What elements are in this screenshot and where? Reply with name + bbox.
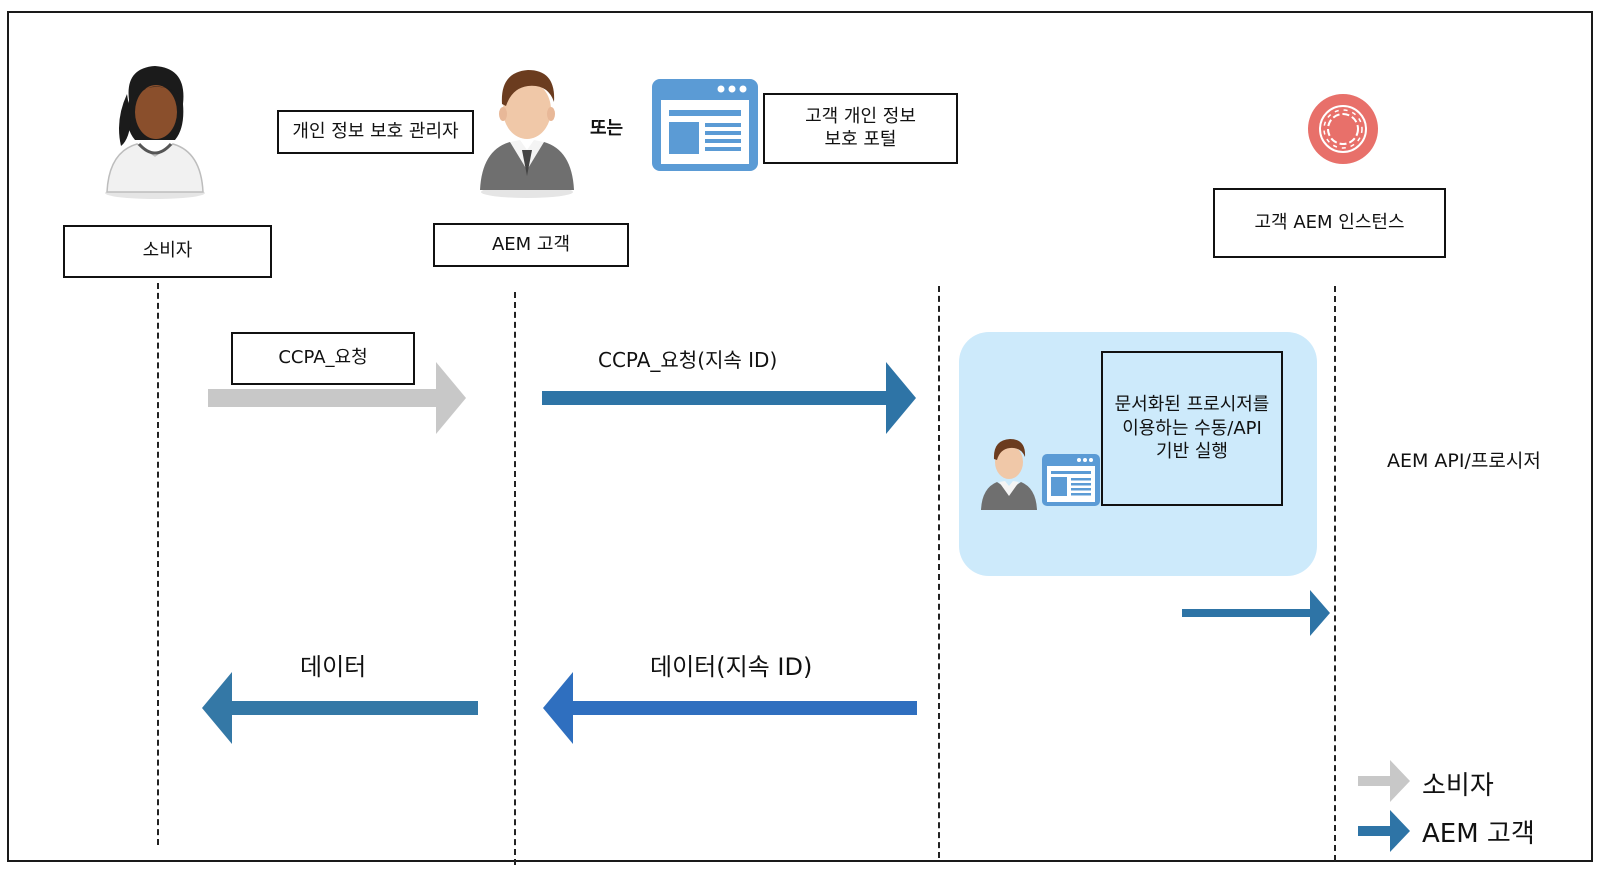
data-return-arrow: [202, 672, 478, 744]
consumer-actor-label: 소비자: [142, 240, 193, 262]
privacy-admin-label-box: 개인 정보 보호 관리자: [277, 110, 474, 154]
aem-api-procedure-label: AEM API/프로시저: [1387, 450, 1541, 472]
ccpa-request-arrow: [208, 362, 466, 434]
privacy-portal-label-box: 고객 개인 정보 보호 포털: [763, 93, 958, 164]
data-persistent-return-arrow: [543, 672, 917, 744]
operator-person-icon: [981, 439, 1037, 510]
customer-aem-instance-box: 고객 AEM 인스턴스: [1213, 188, 1446, 258]
execution-line-1: 문서화된 프로시저를: [1114, 393, 1270, 415]
consumer-person-icon: [105, 66, 205, 199]
execution-description-box: 문서화된 프로시저를 이용하는 수동/API 기반 실행: [1101, 351, 1283, 506]
diagram-frame: [7, 11, 1593, 862]
privacy-admin-text: 개인 정보 보호 관리자: [292, 120, 459, 142]
consumer-actor-box: 소비자: [63, 225, 272, 278]
adobe-experience-cloud-icon: [1308, 94, 1378, 164]
aem-instance-lifeline: [1334, 286, 1336, 861]
privacy-portal-line-2: 보호 포털: [824, 128, 897, 150]
ccpa-request-label: CCPA_요청: [278, 347, 368, 369]
or-label: 또는: [590, 118, 624, 139]
execution-line-3: 기반 실행: [1156, 441, 1228, 463]
api-call-arrow: [1182, 590, 1330, 636]
small-portal-window-icon: [1042, 454, 1100, 506]
aem-customer-actor-box: AEM 고객: [433, 223, 629, 267]
data-label: 데이터: [300, 653, 367, 681]
legend-consumer-label: 소비자: [1422, 771, 1494, 801]
aem-customer-lifeline: [514, 292, 516, 865]
execution-line-2: 이용하는 수동/API: [1122, 417, 1262, 439]
customer-aem-instance-label: 고객 AEM 인스턴스: [1254, 211, 1405, 233]
legend-aem-customer-label: AEM 고객: [1422, 819, 1535, 849]
portal-window-icon: [652, 79, 758, 171]
admin-person-icon: [480, 70, 574, 198]
ccpa-request-label-box: CCPA_요청: [231, 332, 415, 385]
middle-lifeline: [938, 286, 940, 858]
consumer-lifeline: [157, 283, 159, 845]
ccpa-request-persistent-arrow: [542, 362, 916, 434]
privacy-portal-line-1: 고객 개인 정보: [805, 106, 916, 127]
legend-aem-customer-arrow: [1358, 810, 1410, 852]
data-persistent-label: 데이터(지속 ID): [650, 653, 813, 681]
ccpa-request-persistent-label: CCPA_요청(지속 ID): [598, 348, 778, 372]
aem-customer-actor-label: AEM 고객: [491, 233, 571, 255]
legend-consumer-arrow: [1358, 760, 1410, 802]
